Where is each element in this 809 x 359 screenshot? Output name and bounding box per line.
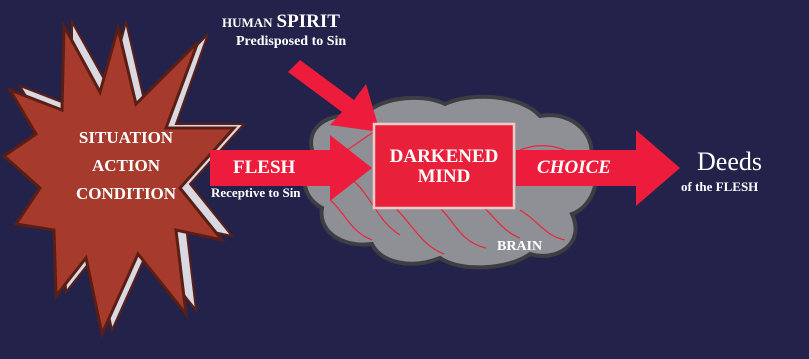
spirit-arrow: [288, 60, 380, 132]
brain-label: BRAIN: [497, 240, 542, 254]
spirit-subtitle: Predisposed to Sin: [236, 35, 346, 49]
spirit-label: SPIRIT: [277, 11, 340, 32]
flesh-label: FLESH: [233, 158, 295, 177]
human-spirit-heading: HUMAN SPIRIT: [222, 12, 340, 31]
darkened-label: DARKENED: [375, 147, 513, 167]
flesh-subtitle: Receptive to Sin: [211, 186, 301, 199]
deeds-subtitle: of the FLESH: [681, 180, 758, 193]
burst-label-situation: SITUATION: [46, 129, 206, 146]
mind-label: MIND: [375, 167, 513, 187]
human-label: HUMAN: [222, 15, 273, 30]
burst-label-action: ACTION: [46, 157, 206, 174]
burst-label-condition: CONDITION: [46, 185, 206, 202]
starburst-shape: [4, 26, 234, 334]
deeds-label: Deeds: [697, 149, 762, 175]
choice-label: CHOICE: [537, 158, 611, 177]
darkened-mind-label: DARKENED MIND: [375, 147, 513, 187]
